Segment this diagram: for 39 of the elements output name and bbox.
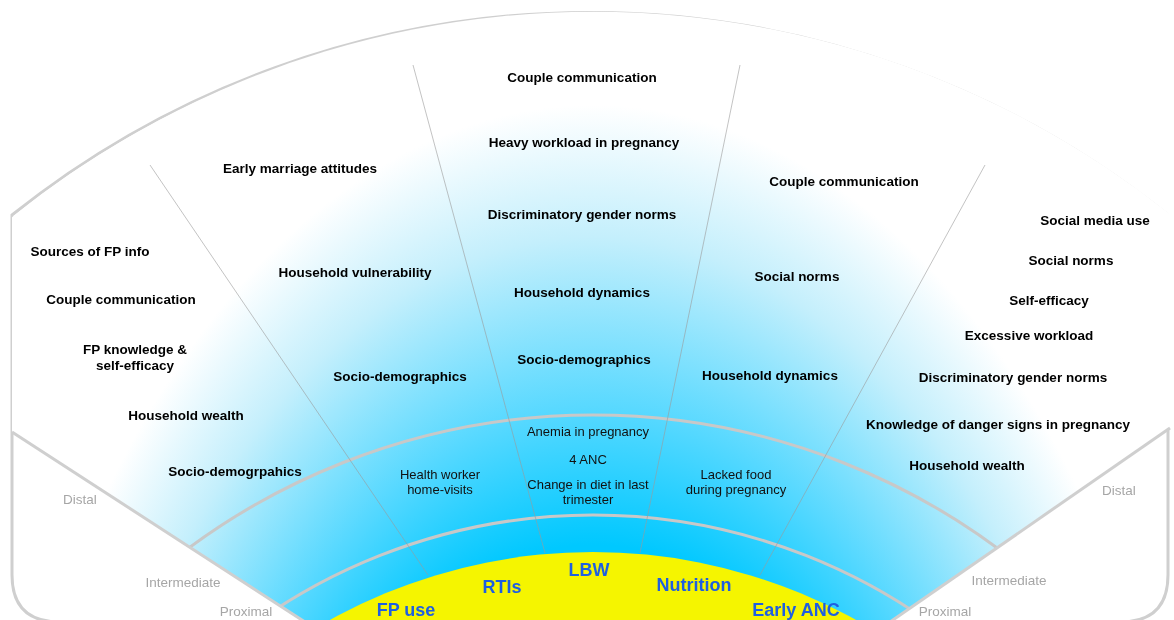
intermediate-factor-label: Lacked food during pregnancy <box>684 468 788 498</box>
level-label: Intermediate <box>145 575 221 591</box>
factor-label: Household dynamics <box>514 285 650 301</box>
level-label: Proximal <box>918 604 972 620</box>
outcome-label: RTIs <box>482 576 522 598</box>
level-label: Proximal <box>219 604 273 620</box>
factor-label: Social norms <box>754 269 840 285</box>
factor-label: Social norms <box>1028 253 1114 269</box>
factor-label: Couple communication <box>769 174 919 190</box>
factor-label: Discriminatory gender norms <box>487 207 677 223</box>
intermediate-factor-label: Health worker home-visits <box>398 468 482 498</box>
factor-label: Household dynamics <box>702 368 838 384</box>
factor-label: Household wealth <box>909 458 1025 474</box>
factor-label: Couple communication <box>46 292 196 308</box>
intermediate-factor-label: 4 ANC <box>569 452 607 468</box>
outcome-label: LBW <box>568 559 610 581</box>
factor-label: Self-efficacy <box>1009 293 1089 309</box>
factor-label: Knowledge of danger signs in pregnancy <box>866 417 1130 433</box>
factor-label: Socio-demogrpahics <box>168 464 302 480</box>
factor-label: Early marriage attitudes <box>223 161 377 177</box>
outcome-label: Early ANC <box>752 599 840 620</box>
factor-label: Sources of FP info <box>30 244 150 260</box>
factor-label: FP knowledge & self-efficacy <box>82 342 188 374</box>
level-label: Distal <box>63 492 97 508</box>
level-label: Distal <box>1102 483 1136 499</box>
factor-label: Household vulnerability <box>278 265 432 281</box>
intermediate-factor-label: Anemia in pregnancy <box>526 424 650 440</box>
intermediate-factor-label: Change in diet in last trimester <box>526 478 650 508</box>
outcome-label: FP use <box>376 599 436 620</box>
factor-label: Couple communication <box>507 70 657 86</box>
factor-label: Socio-demographics <box>333 369 467 385</box>
factor-label: Social media use <box>1040 213 1150 229</box>
factor-label: Heavy workload in pregnancy <box>488 135 680 151</box>
factor-label: Discriminatory gender norms <box>918 370 1108 386</box>
level-label: Intermediate <box>971 573 1047 589</box>
factor-label: Household wealth <box>128 408 244 424</box>
outcome-label: Nutrition <box>656 574 732 596</box>
factor-label: Socio-demographics <box>517 352 651 368</box>
factor-label: Excessive workload <box>964 328 1094 344</box>
